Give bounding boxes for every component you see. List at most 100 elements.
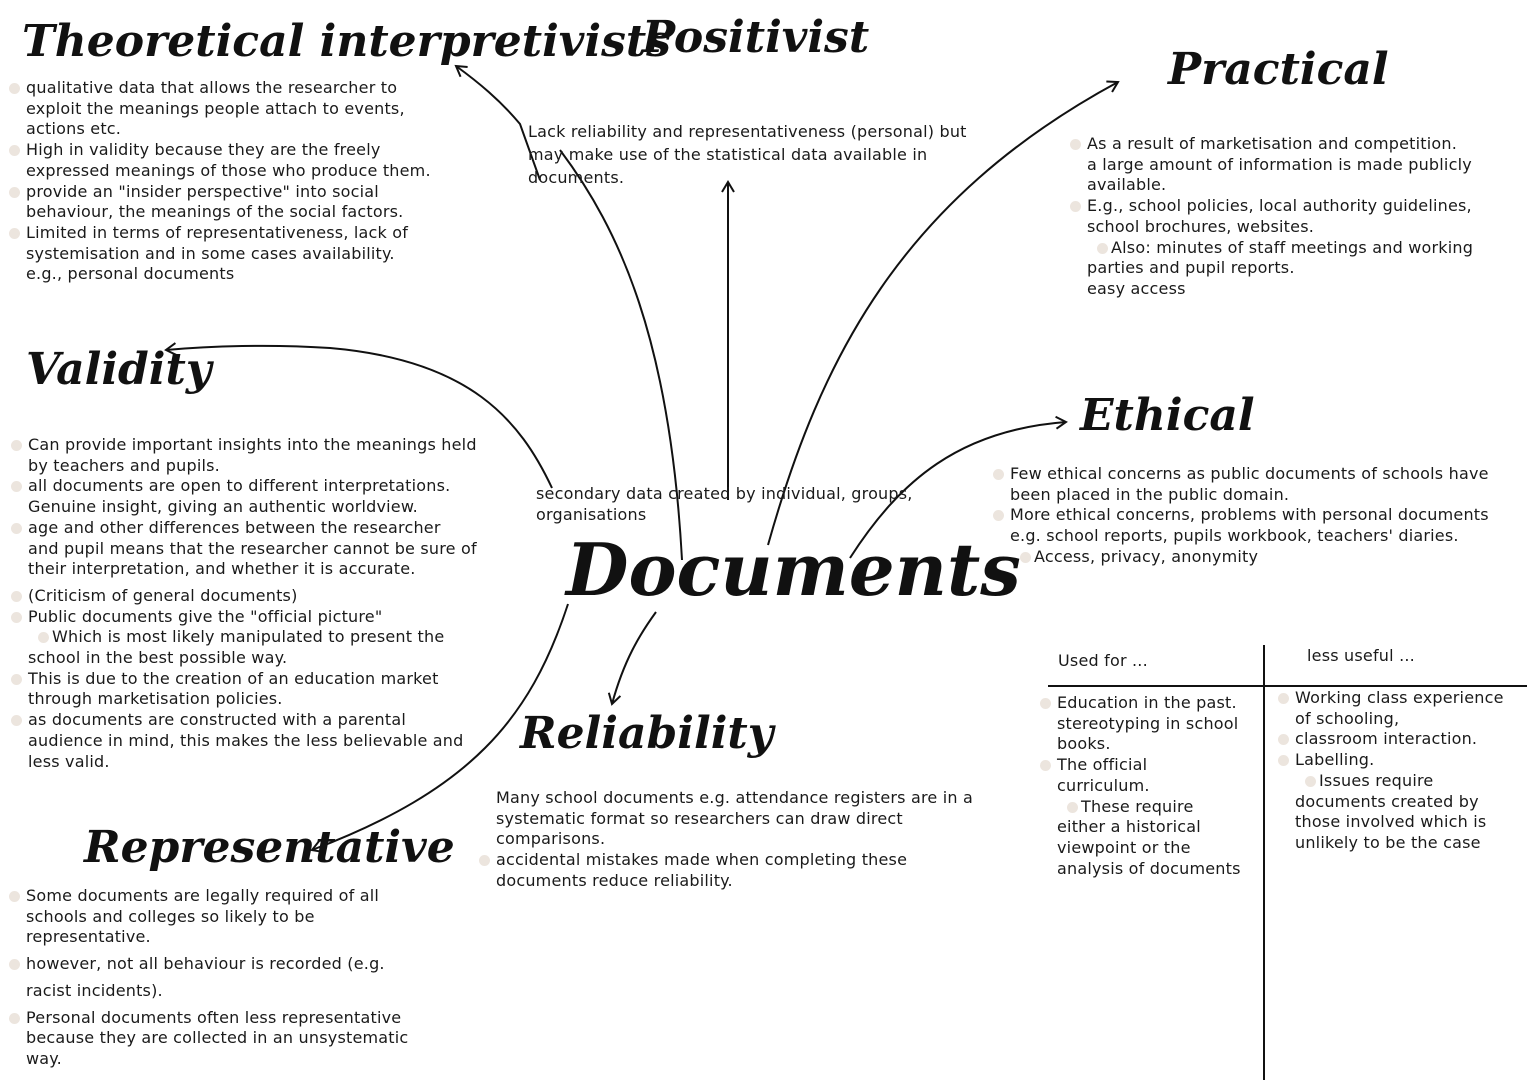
note-line: age and other differences between the re… <box>11 518 477 539</box>
representative-notes: Some documents are legally required of a… <box>8 886 409 1070</box>
note-line: (Criticism of general documents) <box>11 586 477 607</box>
note-line: Public documents give the "official pict… <box>11 607 477 628</box>
note-line: Some documents are legally required of a… <box>8 886 408 907</box>
note-line: Also: minutes of staff meetings and work… <box>1087 238 1473 259</box>
note-line: documents reduce reliability. <box>496 870 733 890</box>
note-line: viewpoint or the <box>1057 837 1191 857</box>
note-line: Lack reliability and representativeness … <box>528 122 967 141</box>
note-line: all documents are open to different inte… <box>11 476 477 497</box>
note-line: easy access <box>1087 278 1186 298</box>
note-line: through marketisation policies. <box>28 689 283 709</box>
note-line: This is due to the creation of an educat… <box>11 669 477 690</box>
central-definition: secondary data created by individual, gr… <box>536 484 913 525</box>
note-line: Many school documents e.g. attendance re… <box>496 788 974 807</box>
note-line: actions etc. <box>26 119 122 139</box>
note-line: classroom interaction. <box>1278 729 1504 750</box>
definition-line: organisations <box>536 504 647 524</box>
note-line: school brochures, websites. <box>1087 216 1315 236</box>
ethical-title: Ethical <box>1080 390 1255 441</box>
note-line: analysis of documents <box>1057 858 1241 878</box>
note-line: may make use of the statistical data ava… <box>528 145 928 164</box>
note-line: unlikely to be the case <box>1295 832 1481 852</box>
definition-line: secondary data created by individual, gr… <box>536 484 913 503</box>
validity-title: Validity <box>26 344 212 395</box>
table-used-for-list: Education in the past.stereotyping in sc… <box>1040 693 1241 879</box>
arrow-to-validity <box>164 342 553 489</box>
note-line: Genuine insight, giving an authentic wor… <box>28 497 418 517</box>
theoretical-notes: qualitative data that allows the researc… <box>9 78 431 285</box>
note-line: documents. <box>528 168 625 187</box>
note-line: behaviour, the meanings of the social fa… <box>26 202 404 222</box>
note-line: schools and colleges so likely to be <box>26 906 315 926</box>
note-line: provide an "insider perspective" into so… <box>9 182 431 203</box>
note-line: however, not all behaviour is recorded (… <box>8 954 408 975</box>
note-line: those involved which is <box>1295 812 1487 832</box>
note-line: exploit the meanings people attach to ev… <box>26 98 405 118</box>
positivist-title: Positivist <box>642 12 870 63</box>
note-line: because they are collected in an unsyste… <box>26 1028 409 1048</box>
reliability-title: Reliability <box>520 708 774 759</box>
note-line: Education in the past. <box>1040 693 1241 714</box>
note-line: Working class experience <box>1278 688 1504 707</box>
validity-notes: Can provide important insights into the … <box>11 435 477 772</box>
note-line: Labelling. <box>1278 750 1504 771</box>
arrow-to-representative <box>310 603 569 854</box>
positivist-notes: Lack reliability and representativeness … <box>528 120 967 189</box>
note-line: available. <box>1087 175 1167 195</box>
table-header-less-useful: less useful ... <box>1307 646 1415 665</box>
note-line: either a historical <box>1057 817 1201 837</box>
note-line: e.g., personal documents <box>26 264 235 284</box>
note-line: expressed meanings of those who produce … <box>26 160 431 180</box>
ethical-notes: Few ethical concerns as public documents… <box>993 464 1489 568</box>
arrow-to-practical <box>767 80 1120 546</box>
line-positivist-down <box>559 149 683 561</box>
note-line: These require <box>1057 797 1241 818</box>
note-line: Personal documents often less representa… <box>8 1008 408 1029</box>
arrow-to-theoretical <box>454 64 541 181</box>
note-line: documents created by <box>1295 791 1479 811</box>
note-line: systematic format so researchers can dra… <box>496 808 903 828</box>
note-line: qualitative data that allows the researc… <box>9 78 431 99</box>
practical-notes: As a result of marketisation and competi… <box>1069 134 1473 300</box>
note-line: parties and pupil reports. <box>1087 258 1295 278</box>
note-line: Can provide important insights into the … <box>11 435 477 454</box>
note-line: by teachers and pupils. <box>28 455 220 475</box>
note-line: systemisation and in some cases availabi… <box>26 243 395 263</box>
note-line: As a result of marketisation and competi… <box>1069 134 1473 155</box>
note-line: The official <box>1040 755 1241 776</box>
note-line: representative. <box>26 927 151 947</box>
arrow-to-ethical <box>849 415 1068 559</box>
note-line: e.g. school reports, pupils workbook, te… <box>1010 526 1459 546</box>
theoretical-title: Theoretical interpretivists <box>22 16 671 67</box>
representative-title: Representative <box>84 822 455 873</box>
note-line: and pupil means that the researcher cann… <box>28 538 477 558</box>
reliability-notes: Many school documents e.g. attendance re… <box>478 788 974 892</box>
note-line: as documents are constructed with a pare… <box>11 710 477 731</box>
note-line: way. <box>26 1048 62 1068</box>
note-line: Limited in terms of representativeness, … <box>9 223 431 244</box>
note-line: Issues require <box>1295 771 1504 792</box>
note-line: High in validity because they are the fr… <box>9 140 431 161</box>
practical-title: Practical <box>1168 44 1389 95</box>
note-line: been placed in the public domain. <box>1010 484 1290 504</box>
note-line: accidental mistakes made when completing… <box>478 850 973 871</box>
note-line: their interpretation, and whether it is … <box>28 559 416 579</box>
note-line: Few ethical concerns as public documents… <box>993 464 1489 483</box>
note-line: less valid. <box>28 751 110 771</box>
note-line: comparisons. <box>496 829 606 849</box>
note-line: books. <box>1057 734 1111 754</box>
note-line: school in the best possible way. <box>28 648 288 668</box>
note-line: racist incidents). <box>26 980 163 1000</box>
central-title: Documents <box>566 527 1021 612</box>
note-line: E.g., school policies, local authority g… <box>1069 196 1472 216</box>
note-line: audience in mind, this makes the less be… <box>28 730 464 750</box>
note-line: of schooling, <box>1295 708 1400 728</box>
note-line: stereotyping in school <box>1057 713 1239 733</box>
note-line: Which is most likely manipulated to pres… <box>28 627 477 648</box>
arrow-to-reliability <box>607 611 657 706</box>
note-line: Access, privacy, anonymity <box>1010 547 1489 568</box>
note-line: More ethical concerns, problems with per… <box>993 505 1489 525</box>
note-line: curriculum. <box>1057 775 1150 795</box>
